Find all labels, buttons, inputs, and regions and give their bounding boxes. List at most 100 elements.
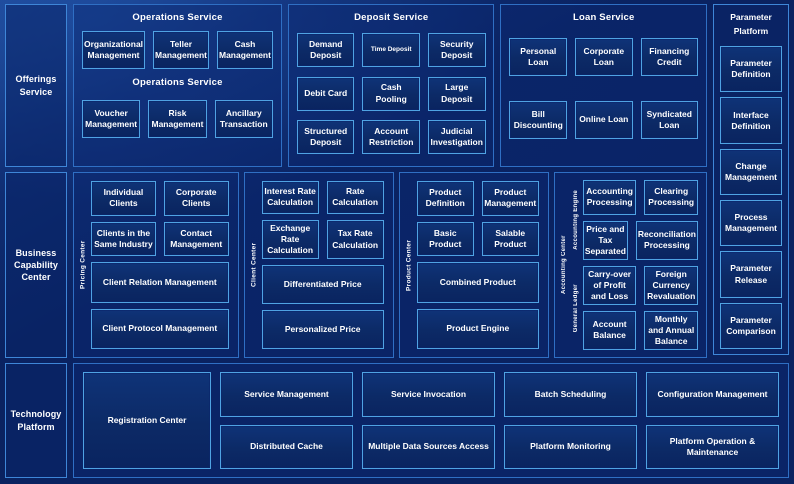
panel-parameter-platform[interactable]: Parameter Platform Parameter Definition … bbox=[713, 4, 789, 355]
box-distributed-cache[interactable]: Distributed Cache bbox=[220, 424, 353, 469]
box-multiple-data-sources-access[interactable]: Multiple Data Sources Access bbox=[362, 424, 495, 469]
box-platform-monitoring[interactable]: Platform Monitoring bbox=[504, 424, 637, 469]
box-large-deposit[interactable]: Large Deposit bbox=[427, 76, 486, 111]
box-online-loan[interactable]: Online Loan bbox=[575, 100, 633, 139]
box-personal-loan[interactable]: Personal Loan bbox=[509, 38, 567, 77]
vlabel-pricing-center: Pricing Center bbox=[79, 240, 87, 290]
vlabel-accounting-engine: Accounting Engine bbox=[572, 189, 579, 250]
panel-client-center[interactable]: Client Center Interest Rate Calculation … bbox=[243, 172, 394, 358]
layer-label-business-capability-center-text: Business Capability Center bbox=[13, 247, 58, 283]
subgroup-accounting-engine: Accounting Engine Accounting Processing … bbox=[570, 177, 703, 263]
box-exchange-rate-calculation[interactable]: Exchange Rate Calculation bbox=[261, 219, 319, 260]
box-reconciliation-processing[interactable]: Reconciliation Processing bbox=[635, 220, 698, 260]
box-teller-management[interactable]: Teller Management bbox=[153, 31, 209, 69]
box-service-management[interactable]: Service Management bbox=[220, 372, 353, 417]
box-cash-pooling[interactable]: Cash Pooling bbox=[362, 76, 420, 111]
box-price-and-tax-separated[interactable]: Price and Tax Separated bbox=[582, 220, 628, 260]
box-structured-deposit[interactable]: Structured Deposit bbox=[296, 120, 355, 155]
box-foreign-currency-revaluation[interactable]: Foreign Currency Revaluation bbox=[644, 265, 698, 305]
box-tax-rate-calculation[interactable]: Tax Rate Calculation bbox=[326, 219, 384, 260]
box-interface-definition[interactable]: Interface Definition bbox=[720, 97, 782, 144]
box-clearing-processing[interactable]: Clearing Processing bbox=[644, 180, 698, 215]
box-demand-deposit[interactable]: Demand Deposit bbox=[296, 32, 355, 67]
box-product-management[interactable]: Product Management bbox=[481, 181, 539, 216]
box-carry-over-of-profit-and-loss[interactable]: Carry-over of Profit and Loss bbox=[582, 265, 637, 305]
panel-loan-service[interactable]: Loan Service Personal Loan Corporate Loa… bbox=[500, 4, 708, 167]
panel-title-deposit-service: Deposit Service bbox=[354, 12, 429, 23]
box-corporate-clients[interactable]: Corporate Clients bbox=[163, 181, 229, 216]
box-contact-management[interactable]: Contact Management bbox=[163, 221, 229, 256]
box-account-balance[interactable]: Account Balance bbox=[582, 310, 637, 350]
pricing-center-row-2: Clients in the Same Industry Contact Man… bbox=[91, 221, 229, 256]
subgroup-general-ledger: General Ledger Carry-over of Profit and … bbox=[570, 263, 703, 353]
box-change-management[interactable]: Change Management bbox=[720, 148, 782, 196]
technology-platform-column-1: Service Management Distributed Cache bbox=[220, 372, 353, 469]
box-bill-discounting[interactable]: Bill Discounting bbox=[509, 100, 567, 139]
box-clients-in-the-same-industry[interactable]: Clients in the Same Industry bbox=[91, 221, 156, 256]
technology-platform-column-4: Configuration Management Platform Operat… bbox=[646, 372, 779, 469]
box-combined-product[interactable]: Combined Product bbox=[416, 262, 539, 303]
box-process-management[interactable]: Process Management bbox=[720, 200, 782, 247]
box-parameter-definition[interactable]: Parameter Definition bbox=[720, 46, 782, 93]
box-service-invocation[interactable]: Service Invocation bbox=[362, 372, 495, 417]
box-configuration-management[interactable]: Configuration Management bbox=[646, 372, 779, 417]
box-differentiated-price[interactable]: Differentiated Price bbox=[261, 265, 384, 305]
box-client-protocol-management[interactable]: Client Protocol Management bbox=[91, 308, 229, 349]
box-accounting-processing[interactable]: Accounting Processing bbox=[582, 180, 637, 215]
box-parameter-release[interactable]: Parameter Release bbox=[720, 251, 782, 298]
panel-title-parameter-platform: Parameter Platform bbox=[730, 12, 772, 36]
box-parameter-comparison[interactable]: Parameter Comparison bbox=[720, 302, 782, 349]
vlabel-accounting-center: Accounting Center bbox=[560, 235, 567, 295]
box-account-restriction[interactable]: Account Restriction bbox=[362, 120, 420, 155]
accounting-engine-row-2: Price and Tax Separated Reconciliation P… bbox=[582, 220, 698, 260]
panel-pricing-center[interactable]: Pricing Center Individual Clients Corpor… bbox=[73, 172, 239, 358]
box-personalized-price[interactable]: Personalized Price bbox=[261, 310, 384, 349]
panel-technology-platform[interactable]: Registration Center Service Management D… bbox=[73, 363, 789, 478]
layer-label-business-capability-center: Business Capability Center bbox=[5, 172, 67, 358]
box-interest-rate-calculation[interactable]: Interest Rate Calculation bbox=[261, 181, 319, 214]
box-batch-scheduling[interactable]: Batch Scheduling bbox=[504, 372, 637, 417]
box-financing-credit[interactable]: Financing Credit bbox=[640, 38, 699, 77]
accounting-engine-row-1: Accounting Processing Clearing Processin… bbox=[582, 180, 698, 215]
panel-accounting-center[interactable]: Accounting Center Accounting Engine Acco… bbox=[553, 172, 707, 358]
operations-service-row-1: Organizational Management Teller Managem… bbox=[82, 31, 273, 69]
vlabel-general-ledger: General Ledger bbox=[572, 283, 579, 332]
box-rate-calculation[interactable]: Rate Calculation bbox=[326, 181, 384, 214]
box-risk-management[interactable]: Risk Management bbox=[148, 100, 207, 138]
box-salable-product[interactable]: Salable Product bbox=[481, 221, 539, 256]
panel-title-loan-service: Loan Service bbox=[572, 12, 635, 23]
box-cash-management[interactable]: Cash Management bbox=[217, 31, 273, 69]
vlabel-client-center: Client Center bbox=[250, 242, 258, 288]
box-client-relation-management[interactable]: Client Relation Management bbox=[91, 262, 229, 303]
box-organizational-management[interactable]: Organizational Management bbox=[82, 31, 146, 69]
deposit-service-row-1: Demand Deposit Time Deposit Security Dep… bbox=[296, 32, 486, 67]
box-security-deposit[interactable]: Security Deposit bbox=[427, 32, 486, 67]
box-syndicated-loan[interactable]: Syndicated Loan bbox=[640, 100, 699, 139]
technology-platform-column-2: Service Invocation Multiple Data Sources… bbox=[362, 372, 495, 469]
box-monthly-and-annual-balance[interactable]: Monthly and Annual Balance bbox=[644, 310, 698, 350]
box-judicial-investigation[interactable]: Judicial Investigation bbox=[427, 120, 486, 155]
box-ancillary-transaction[interactable]: Ancillary Transaction bbox=[214, 100, 273, 138]
technology-platform-featured: Registration Center bbox=[83, 372, 211, 469]
box-product-engine[interactable]: Product Engine bbox=[416, 308, 539, 349]
box-corporate-loan[interactable]: Corporate Loan bbox=[575, 38, 633, 77]
technology-platform-column-3: Batch Scheduling Platform Monitoring bbox=[504, 372, 637, 469]
box-registration-center[interactable]: Registration Center bbox=[83, 372, 211, 469]
box-time-deposit[interactable]: Time Deposit bbox=[362, 32, 420, 67]
loan-service-row-2: Bill Discounting Online Loan Syndicated … bbox=[509, 100, 699, 139]
panel-deposit-service[interactable]: Deposit Service Demand Deposit Time Depo… bbox=[287, 4, 495, 167]
box-individual-clients[interactable]: Individual Clients bbox=[91, 181, 156, 216]
pricing-center-row-1: Individual Clients Corporate Clients bbox=[91, 181, 229, 216]
product-center-row-1: Product Definition Product Management bbox=[416, 181, 539, 216]
box-debit-card[interactable]: Debit Card bbox=[296, 76, 355, 111]
general-ledger-row-1: Carry-over of Profit and Loss Foreign Cu… bbox=[582, 265, 698, 305]
business-capability-center-layer: Business Capability Center Pricing Cente… bbox=[5, 172, 789, 358]
box-platform-operation-and-maintenance[interactable]: Platform Operation & Maintenance bbox=[646, 424, 779, 469]
box-voucher-management[interactable]: Voucher Management bbox=[82, 100, 141, 138]
box-product-definition[interactable]: Product Definition bbox=[416, 181, 474, 216]
panel-product-center[interactable]: Product Center Product Definition Produc… bbox=[398, 172, 549, 358]
panel-subtitle-operations-service: Operations Service bbox=[132, 77, 223, 88]
box-basic-product[interactable]: Basic Product bbox=[416, 221, 474, 256]
operations-service-row-2: Voucher Management Risk Management Ancil… bbox=[82, 100, 273, 138]
panel-operations-service[interactable]: Operations Service Organizational Manage… bbox=[73, 4, 282, 167]
